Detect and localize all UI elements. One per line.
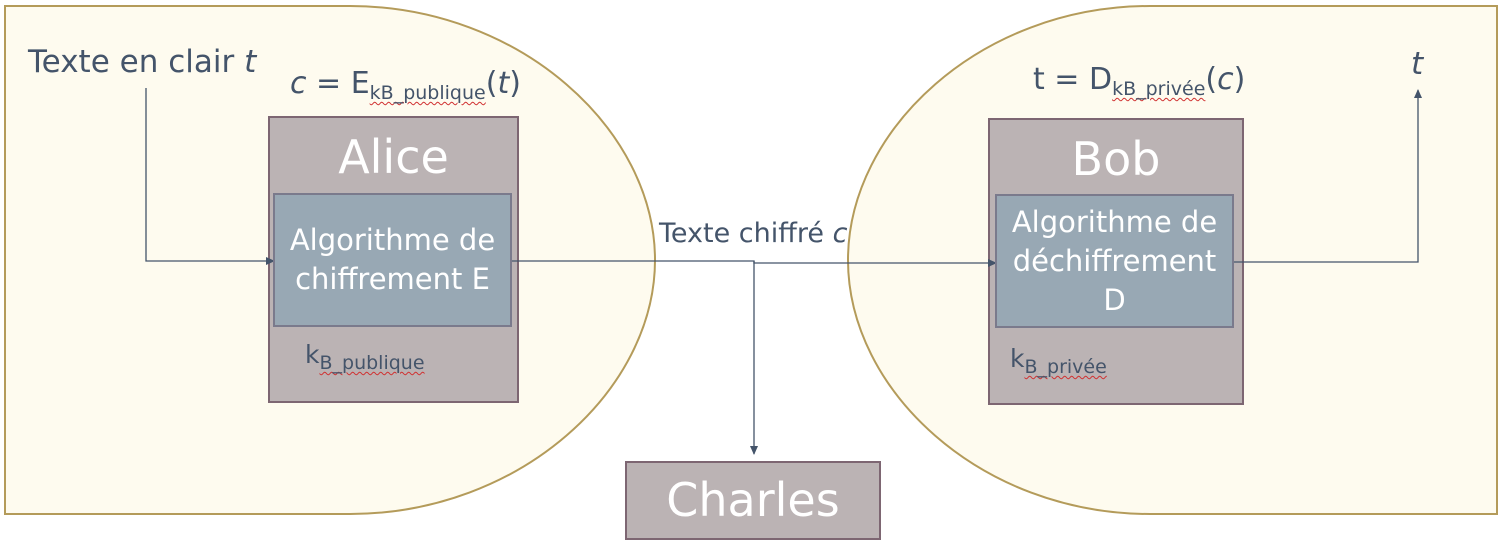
alice-formula-arg: t [497,66,510,101]
alice-key-sub: B_publique [319,352,425,374]
plaintext-arrow [145,88,275,265]
alice-key-base: k [305,340,320,369]
plaintext-label-text: Texte en clair [28,44,245,80]
alice-formula-lhs: c [290,66,307,101]
alice-paren-open: ( [485,66,498,101]
alice-algorithm-box: Algorithme de chiffrement E [273,193,512,327]
alice-algorithm-label: Algorithme de chiffrement E [289,223,496,296]
plaintext-var: t [244,44,257,80]
bob-paren-open: ( [1205,62,1218,97]
ciphertext-label: Texte chiffré c [659,218,847,249]
charles-name: Charles [666,473,840,527]
bob-formula: t = DkB_privée(c) [1033,62,1245,100]
charles-box [625,461,881,540]
bob-name: Bob [1071,132,1161,186]
alice-formula-sub: kB_publique [369,82,486,104]
output-label: t [1411,46,1424,82]
alice-name: Alice [338,130,449,184]
ciphertext-var: c [832,218,848,249]
bob-algorithm-label: Algorithme de déchiffrement D [1011,204,1218,317]
bob-key-base: k [1010,344,1025,373]
bob-algorithm-box: Algorithme de déchiffrement D [995,194,1234,328]
bob-formula-sub: kB_privée [1112,78,1206,100]
bob-key: kB_privée [1010,344,1107,378]
ciphertext-label-text: Texte chiffré [659,218,833,249]
alice-key: kB_publique [305,340,425,374]
output-arrow [1233,89,1422,263]
bob-key-sub: B_privée [1024,356,1107,378]
alice-formula: c = EkB_publique(t) [290,66,521,104]
bob-formula-op: = D [1044,62,1113,97]
alice-formula-op: = E [306,66,370,101]
bob-paren-close: ) [1233,62,1246,97]
bob-formula-arg: c [1217,62,1234,97]
alice-paren-close: ) [509,66,521,101]
plaintext-label: Texte en clair t [28,44,256,80]
bob-formula-lhs: t [1033,62,1045,97]
